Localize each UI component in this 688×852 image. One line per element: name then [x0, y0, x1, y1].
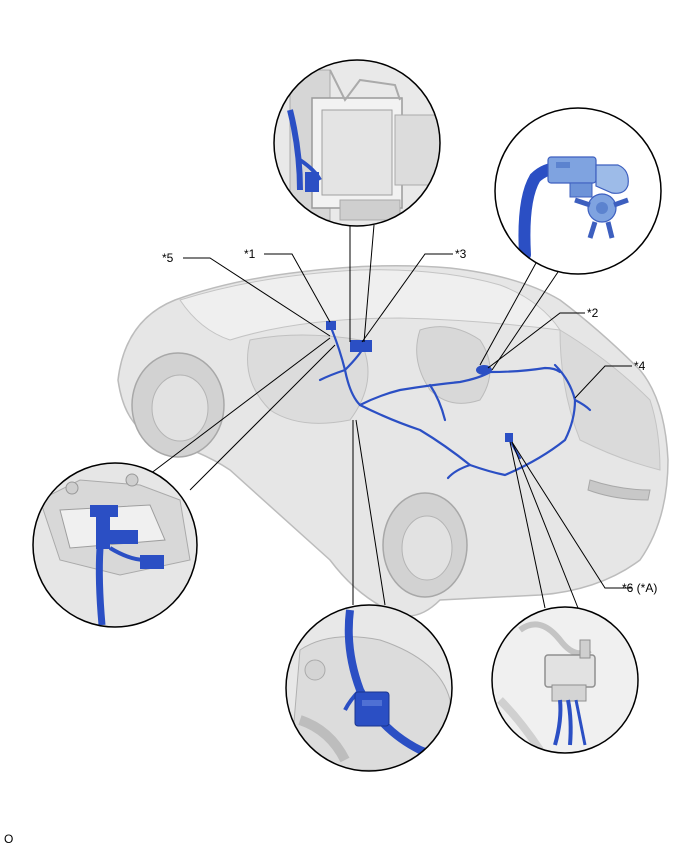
callout-4: *4 — [634, 359, 646, 373]
leader-lines — [149, 224, 632, 609]
connector-6-marker — [505, 433, 513, 442]
vehicle-body — [117, 265, 669, 617]
callout-5: *5 — [162, 251, 174, 265]
connector-3-marker — [350, 340, 372, 352]
callout-6: *6 (*A) — [622, 581, 657, 595]
detail-view-top-right — [494, 107, 662, 275]
tail-light — [587, 479, 651, 501]
interior-console — [247, 334, 369, 424]
callout-3: *3 — [455, 247, 467, 261]
front-wheel-hub — [151, 374, 209, 442]
rear-wheel-hub — [401, 515, 453, 581]
callout-1: *1 — [244, 247, 256, 261]
detail-view-top — [273, 59, 441, 227]
detail-view-bottom-center — [285, 604, 453, 772]
car-rear-deck — [559, 329, 661, 471]
connector-1-marker — [326, 321, 336, 330]
detail-view-bottom-right — [491, 606, 639, 754]
callout-2: *2 — [587, 306, 599, 320]
detail-view-left — [32, 462, 198, 628]
figure-id: O — [4, 832, 14, 846]
wire-harness — [318, 328, 592, 480]
